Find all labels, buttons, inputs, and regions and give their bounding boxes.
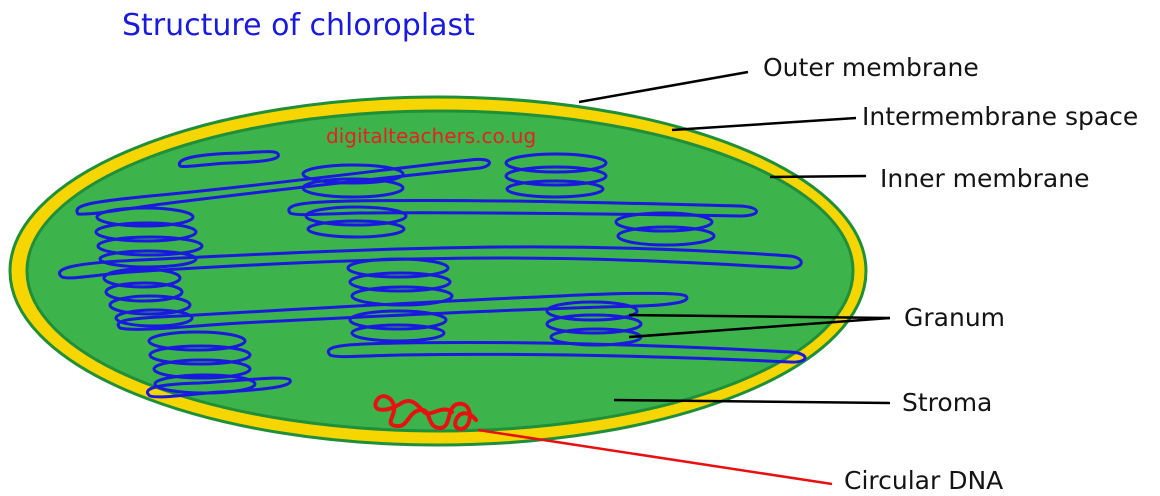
leader-inner-membrane: [770, 176, 866, 177]
leader-circular-dna: [478, 430, 832, 484]
label-circular-dna: Circular DNA: [844, 468, 1003, 493]
leader-outer-membrane: [579, 72, 748, 102]
label-inner-membrane: Inner membrane: [880, 166, 1089, 191]
leader-intermembrane-space: [672, 118, 856, 130]
label-stroma: Stroma: [902, 390, 992, 415]
label-outer-membrane: Outer membrane: [763, 55, 979, 80]
label-granum: Granum: [904, 305, 1005, 330]
watermark-text: digitalteachers.co.ug: [326, 124, 536, 148]
label-intermembrane-space: Intermembrane space: [862, 104, 1138, 129]
